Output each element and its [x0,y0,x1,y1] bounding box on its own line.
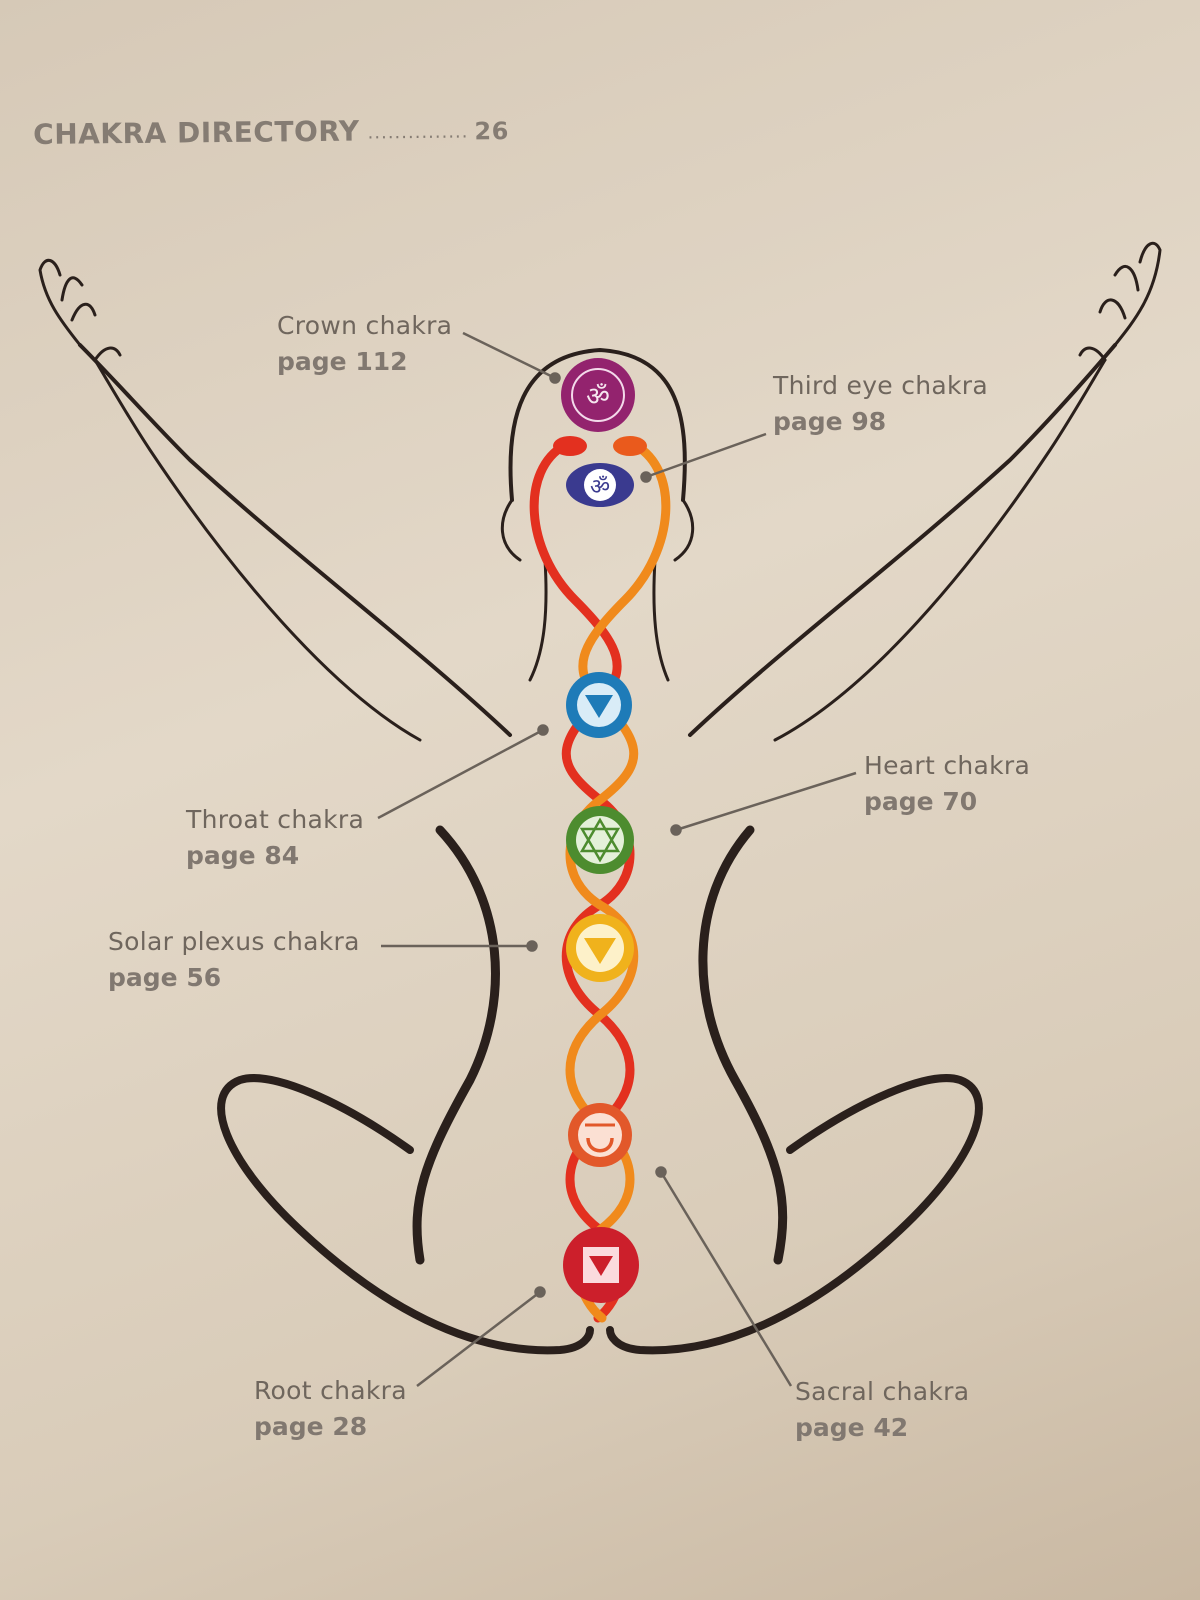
right-arm-inner [773,358,1107,742]
triangle-icon [585,695,613,718]
serpent-head-red [553,436,587,456]
hexagram-icon [579,817,621,863]
sacral-chakra-label[interactable]: Sacral chakra page 42 [795,1374,969,1447]
third-eye-chakra-label[interactable]: Third eye chakra page 98 [773,368,988,441]
sacral-chakra-symbol [568,1103,632,1167]
kundalini-serpents [529,436,671,1323]
chakra-name: Heart chakra [864,751,1031,780]
root-chakra-label[interactable]: Root chakra page 28 [254,1373,407,1446]
chakra-symbols: ॐ ॐ [561,358,639,1303]
throat-chakra-label[interactable]: Throat chakra page 84 [186,802,364,875]
serpent-orange [565,440,671,1323]
right-hand [1078,241,1162,362]
right-torso [698,825,788,1265]
chakra-page-ref: page 84 [186,841,300,871]
triangle-icon [584,938,616,964]
heart-chakra-label[interactable]: Heart chakra page 70 [864,748,1030,821]
chakra-name: Sacral chakra [795,1377,970,1406]
om-glyph-icon: ॐ [586,382,610,412]
solar-plexus-chakra-label[interactable]: Solar plexus chakra page 56 [108,924,360,997]
chakra-name: Root chakra [254,1376,407,1405]
chakra-page-ref: page 28 [254,1412,368,1442]
chakra-page-ref: page 42 [795,1413,909,1443]
crescent-icon [586,1137,614,1153]
left-arm-inner [93,358,422,742]
body-outline [38,241,1162,1355]
third-eye-chakra-symbol: ॐ [566,463,634,507]
left-arm-outer [78,343,512,737]
chakra-name: Crown chakra [277,311,453,340]
crown-chakra-symbol: ॐ [561,358,635,432]
root-chakra-symbol [563,1227,639,1303]
throat-chakra-symbol [566,672,632,738]
chakra-page-ref: page 112 [277,347,408,377]
solar-plexus-chakra-symbol [566,914,634,982]
triangle-icon [589,1256,613,1276]
left-leg [217,1074,594,1355]
chakra-name: Throat chakra [186,805,365,834]
head-outline [508,348,687,502]
serpent-red [529,440,635,1323]
chakra-page-ref: page 70 [864,787,978,817]
chakra-page-ref: page 98 [773,407,887,437]
crown-chakra-label[interactable]: Crown chakra page 112 [277,308,452,381]
right-arm-outer [688,343,1117,737]
heart-chakra-symbol [566,806,634,874]
right-leg [606,1074,983,1355]
serpent-head-orange [613,436,647,456]
left-torso [412,825,500,1265]
om-glyph-icon: ॐ [590,475,610,500]
chakra-name: Solar plexus chakra [108,927,360,956]
chakra-name: Third eye chakra [773,371,989,400]
leader-lines [377,331,857,1387]
chakra-page-ref: page 56 [108,963,222,993]
left-hand [38,259,122,362]
